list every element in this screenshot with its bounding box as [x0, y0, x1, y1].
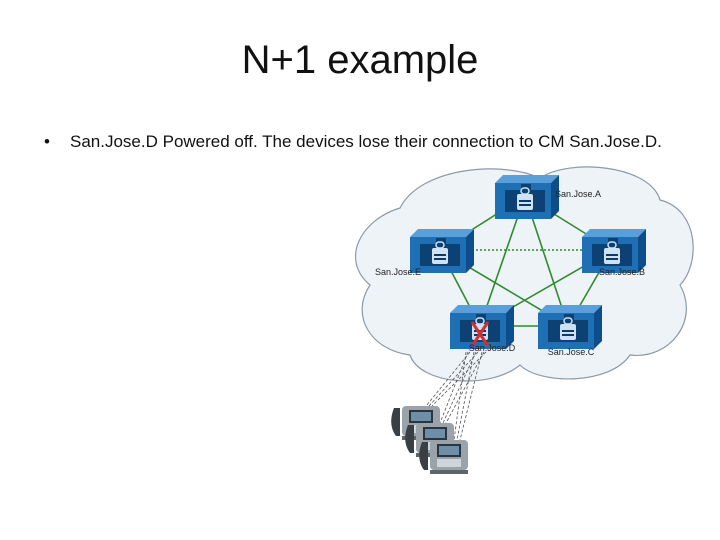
nodes-layer: San.Jose.A San.Jose.E San.Jose.B San.Jose.D… [375, 174, 647, 357]
ip-phone-icon [419, 440, 468, 474]
bullet-row: • San.Jose.D Powered off. The devices los… [44, 132, 662, 152]
slide-title: N+1 example [241, 38, 479, 82]
phone-link-2-2 [442, 351, 477, 424]
ip-phone-3 [419, 440, 468, 474]
phone-link-1-1 [425, 351, 471, 407]
phone-link-3-3 [459, 351, 483, 441]
node-label-D: San.Jose.D [469, 343, 516, 353]
network-cloud [354, 166, 694, 382]
red-x-icon [470, 321, 490, 347]
cisco-callmanager-icon [537, 304, 603, 350]
bullet-dot: • [44, 132, 50, 151]
phones-layer [391, 406, 468, 474]
node-C [537, 304, 603, 350]
node-D [449, 304, 515, 350]
phone-link-2-3 [445, 351, 485, 424]
bullet-text: San.Jose.D Powered off. The devices lose… [70, 132, 662, 151]
node-label-E: San.Jose.E [375, 267, 421, 277]
node-label-B: San.Jose.B [599, 267, 645, 277]
node-A [494, 174, 560, 220]
phone-link-1-3 [431, 351, 487, 407]
node-label-A: San.Jose.A [555, 189, 601, 199]
phone-link-2-1 [439, 351, 469, 424]
phone-link-1-2 [428, 351, 479, 407]
cisco-callmanager-icon [494, 174, 560, 220]
node-label-C: San.Jose.C [548, 347, 595, 357]
phone-links-layer [425, 351, 487, 441]
